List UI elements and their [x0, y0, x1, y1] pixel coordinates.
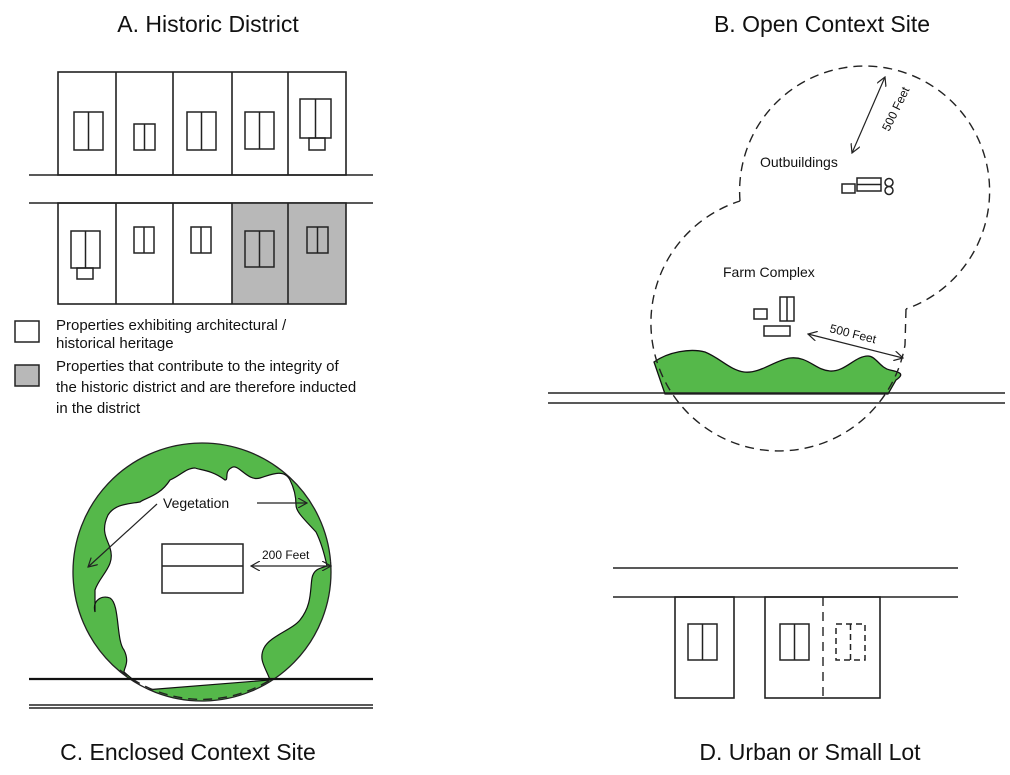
legend-text-line: in the district: [56, 400, 141, 417]
site-boundary: [72, 442, 332, 702]
legend-text-line: Properties that contribute to the integr…: [56, 358, 339, 375]
panel-urban-small-lot: D. Urban or Small Lot: [613, 567, 958, 765]
distance-label-outbuildings: 500 Feet: [879, 84, 913, 133]
vegetation-ring: [73, 443, 331, 701]
panel-a-title: A. Historic District: [117, 11, 299, 37]
building: [687, 623, 718, 661]
contributing-lot-fill: [232, 203, 346, 304]
building: [73, 111, 104, 151]
distance-label: 200 Feet: [262, 548, 310, 562]
building: [133, 226, 155, 254]
building: [186, 111, 217, 151]
legend-item-heritage: Properties exhibiting architectural / hi…: [14, 317, 287, 352]
building: [779, 623, 810, 661]
building-with-annex: [299, 98, 332, 151]
proposed-building: [835, 623, 866, 661]
panel-open-context-site: B. Open Context Site Outbuildings 500 Fe…: [548, 11, 1005, 452]
panel-b-title: B. Open Context Site: [714, 11, 930, 37]
farm-complex-boundary: [650, 200, 907, 452]
contributing-building: [244, 230, 275, 268]
vegetation-area: [653, 349, 902, 395]
outbuildings: [841, 177, 894, 196]
legend-text-line: historical heritage: [56, 335, 174, 352]
legend: Properties exhibiting architectural / hi…: [14, 317, 356, 417]
outbuildings-boundary: [738, 65, 991, 310]
building: [133, 123, 156, 151]
vegetation-arrow-left: [88, 503, 158, 567]
panel-enclosed-context-site: C. Enclosed Context Site Vegetation 200 …: [29, 442, 373, 765]
outbuildings-label: Outbuildings: [760, 154, 838, 170]
upper-lot-row: [57, 71, 347, 176]
distance-arrow-outbuildings: [852, 77, 885, 153]
contributing-building: [306, 226, 329, 254]
legend-text-line: Properties exhibiting architectural /: [56, 317, 287, 334]
house: [161, 543, 244, 594]
legend-item-contributing: Properties that contribute to the integr…: [14, 358, 356, 417]
legend-text-line: the historic district and are therefore …: [56, 379, 356, 396]
legend-swatch-white: [14, 320, 40, 343]
legend-swatch-gray: [14, 364, 40, 387]
distance-label-farm: 500 Feet: [828, 321, 878, 346]
building: [190, 226, 212, 254]
panel-historic-district: A. Historic District: [14, 11, 373, 417]
farm-complex-label: Farm Complex: [723, 264, 815, 280]
lower-lot-row: [57, 202, 347, 305]
vegetation-label: Vegetation: [163, 495, 229, 511]
panel-c-title: C. Enclosed Context Site: [60, 739, 316, 765]
distance-arrow-farm: [808, 334, 903, 358]
small-lot: [674, 596, 735, 699]
boundary-dashed-segment: [119, 669, 271, 701]
lower-block-outline: [57, 202, 347, 305]
building: [244, 111, 275, 150]
panel-d-title: D. Urban or Small Lot: [699, 739, 921, 765]
building-with-annex: [70, 230, 101, 280]
farm-complex-buildings: [753, 296, 795, 337]
